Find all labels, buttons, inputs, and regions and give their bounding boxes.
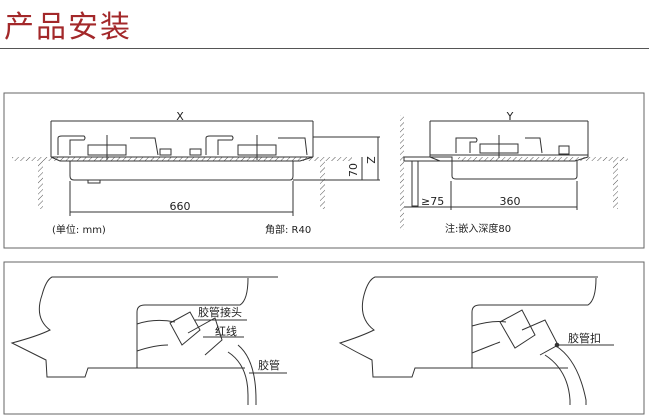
- embed-depth-note: 注:嵌入深度80: [445, 222, 511, 235]
- dimension-panel: [3, 92, 645, 249]
- hose-panel: [3, 261, 645, 415]
- page-title: 产品安装: [4, 10, 132, 45]
- front-width-label: X: [176, 110, 184, 123]
- side-width-label: Y: [506, 110, 514, 123]
- title-divider: [0, 48, 649, 49]
- hose-connection-right: [338, 276, 614, 405]
- hose-clamp-label: 胶管扣: [568, 331, 601, 345]
- unit-note: (单位: mm): [52, 223, 106, 236]
- front-height-label: Z: [364, 156, 377, 164]
- red-line-label: 红线: [215, 324, 237, 338]
- hose-connector-label: 胶管接头: [198, 305, 242, 319]
- cutout-depth-label: 360: [500, 195, 521, 208]
- wall-gap-label: ≥75: [421, 195, 444, 208]
- cutout-width-label: 660: [170, 200, 191, 213]
- corner-note: 角部: R40: [265, 223, 311, 236]
- front-view: [12, 120, 380, 216]
- hose-label: 胶管: [258, 358, 280, 372]
- depth-label: 70: [347, 163, 360, 177]
- side-view: [400, 115, 628, 230]
- hose-connection-left: [10, 276, 287, 405]
